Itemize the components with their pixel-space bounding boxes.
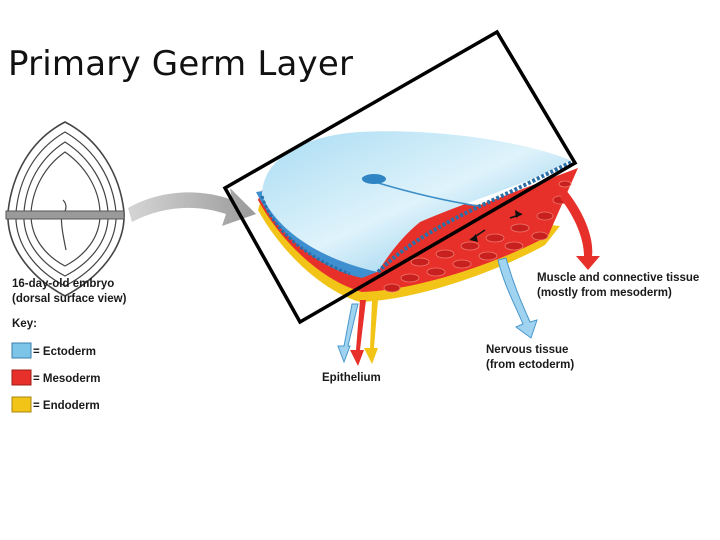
key-title: Key:	[12, 318, 37, 330]
muscle-label-line1: Muscle and connective tissue	[537, 272, 699, 284]
nervous-label-line2: (from ectoderm)	[486, 359, 574, 371]
epithelium-yellow-arrow	[364, 300, 378, 364]
endoderm-swatch	[12, 397, 31, 412]
key-item-mesoderm: = Mesoderm	[12, 370, 100, 385]
mesoderm-arrow	[560, 190, 600, 270]
key-label-ectoderm: = Ectoderm	[33, 346, 96, 358]
embryo-cross-section	[256, 131, 578, 302]
key-item-endoderm: = Endoderm	[12, 397, 100, 412]
mesoderm-swatch	[12, 370, 31, 385]
key-label-mesoderm: = Mesoderm	[33, 373, 100, 385]
epithelium-label: Epithelium	[322, 372, 381, 384]
embryo-caption-line1: 16-day-old embryo	[12, 278, 114, 290]
section-plane-bar	[6, 211, 124, 219]
embryo-outline	[6, 122, 124, 296]
ectoderm-swatch	[12, 343, 31, 358]
muscle-label-line2: (mostly from mesoderm)	[537, 287, 672, 299]
embryo-caption-line2: (dorsal surface view)	[12, 293, 127, 305]
nervous-label-line1: Nervous tissue	[486, 344, 568, 356]
key-label-endoderm: = Endoderm	[33, 400, 100, 412]
key-item-ectoderm: = Ectoderm	[12, 343, 96, 358]
ectoderm-arrow	[498, 258, 537, 338]
